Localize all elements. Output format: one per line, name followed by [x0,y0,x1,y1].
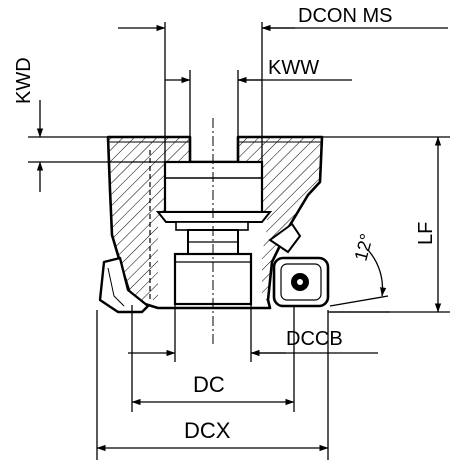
dim-dcx: DCX [96,310,329,460]
left-insert [98,256,150,314]
dim-angle-label: 12° [351,232,377,263]
dim-lf: LF [322,136,450,313]
right-insert [268,222,330,308]
dim-dcx-label: DCX [184,418,231,443]
dim-angle: 12° [328,232,390,313]
dim-kwd: KWD [13,57,190,192]
left-insert-edge [107,267,125,307]
dim-dc: DC [131,305,295,412]
dim-dccb: DCCB [128,304,378,362]
dim-lf-label: LF [415,222,437,245]
dim-dcon-label: DCON MS [298,5,392,27]
dim-dcon: DCON MS [118,5,448,165]
dim-kww-label: KWW [268,57,319,79]
dim-kww: KWW [165,57,352,140]
dim-kwd-label: KWD [13,57,35,104]
dim-dc-label: DC [193,372,225,397]
